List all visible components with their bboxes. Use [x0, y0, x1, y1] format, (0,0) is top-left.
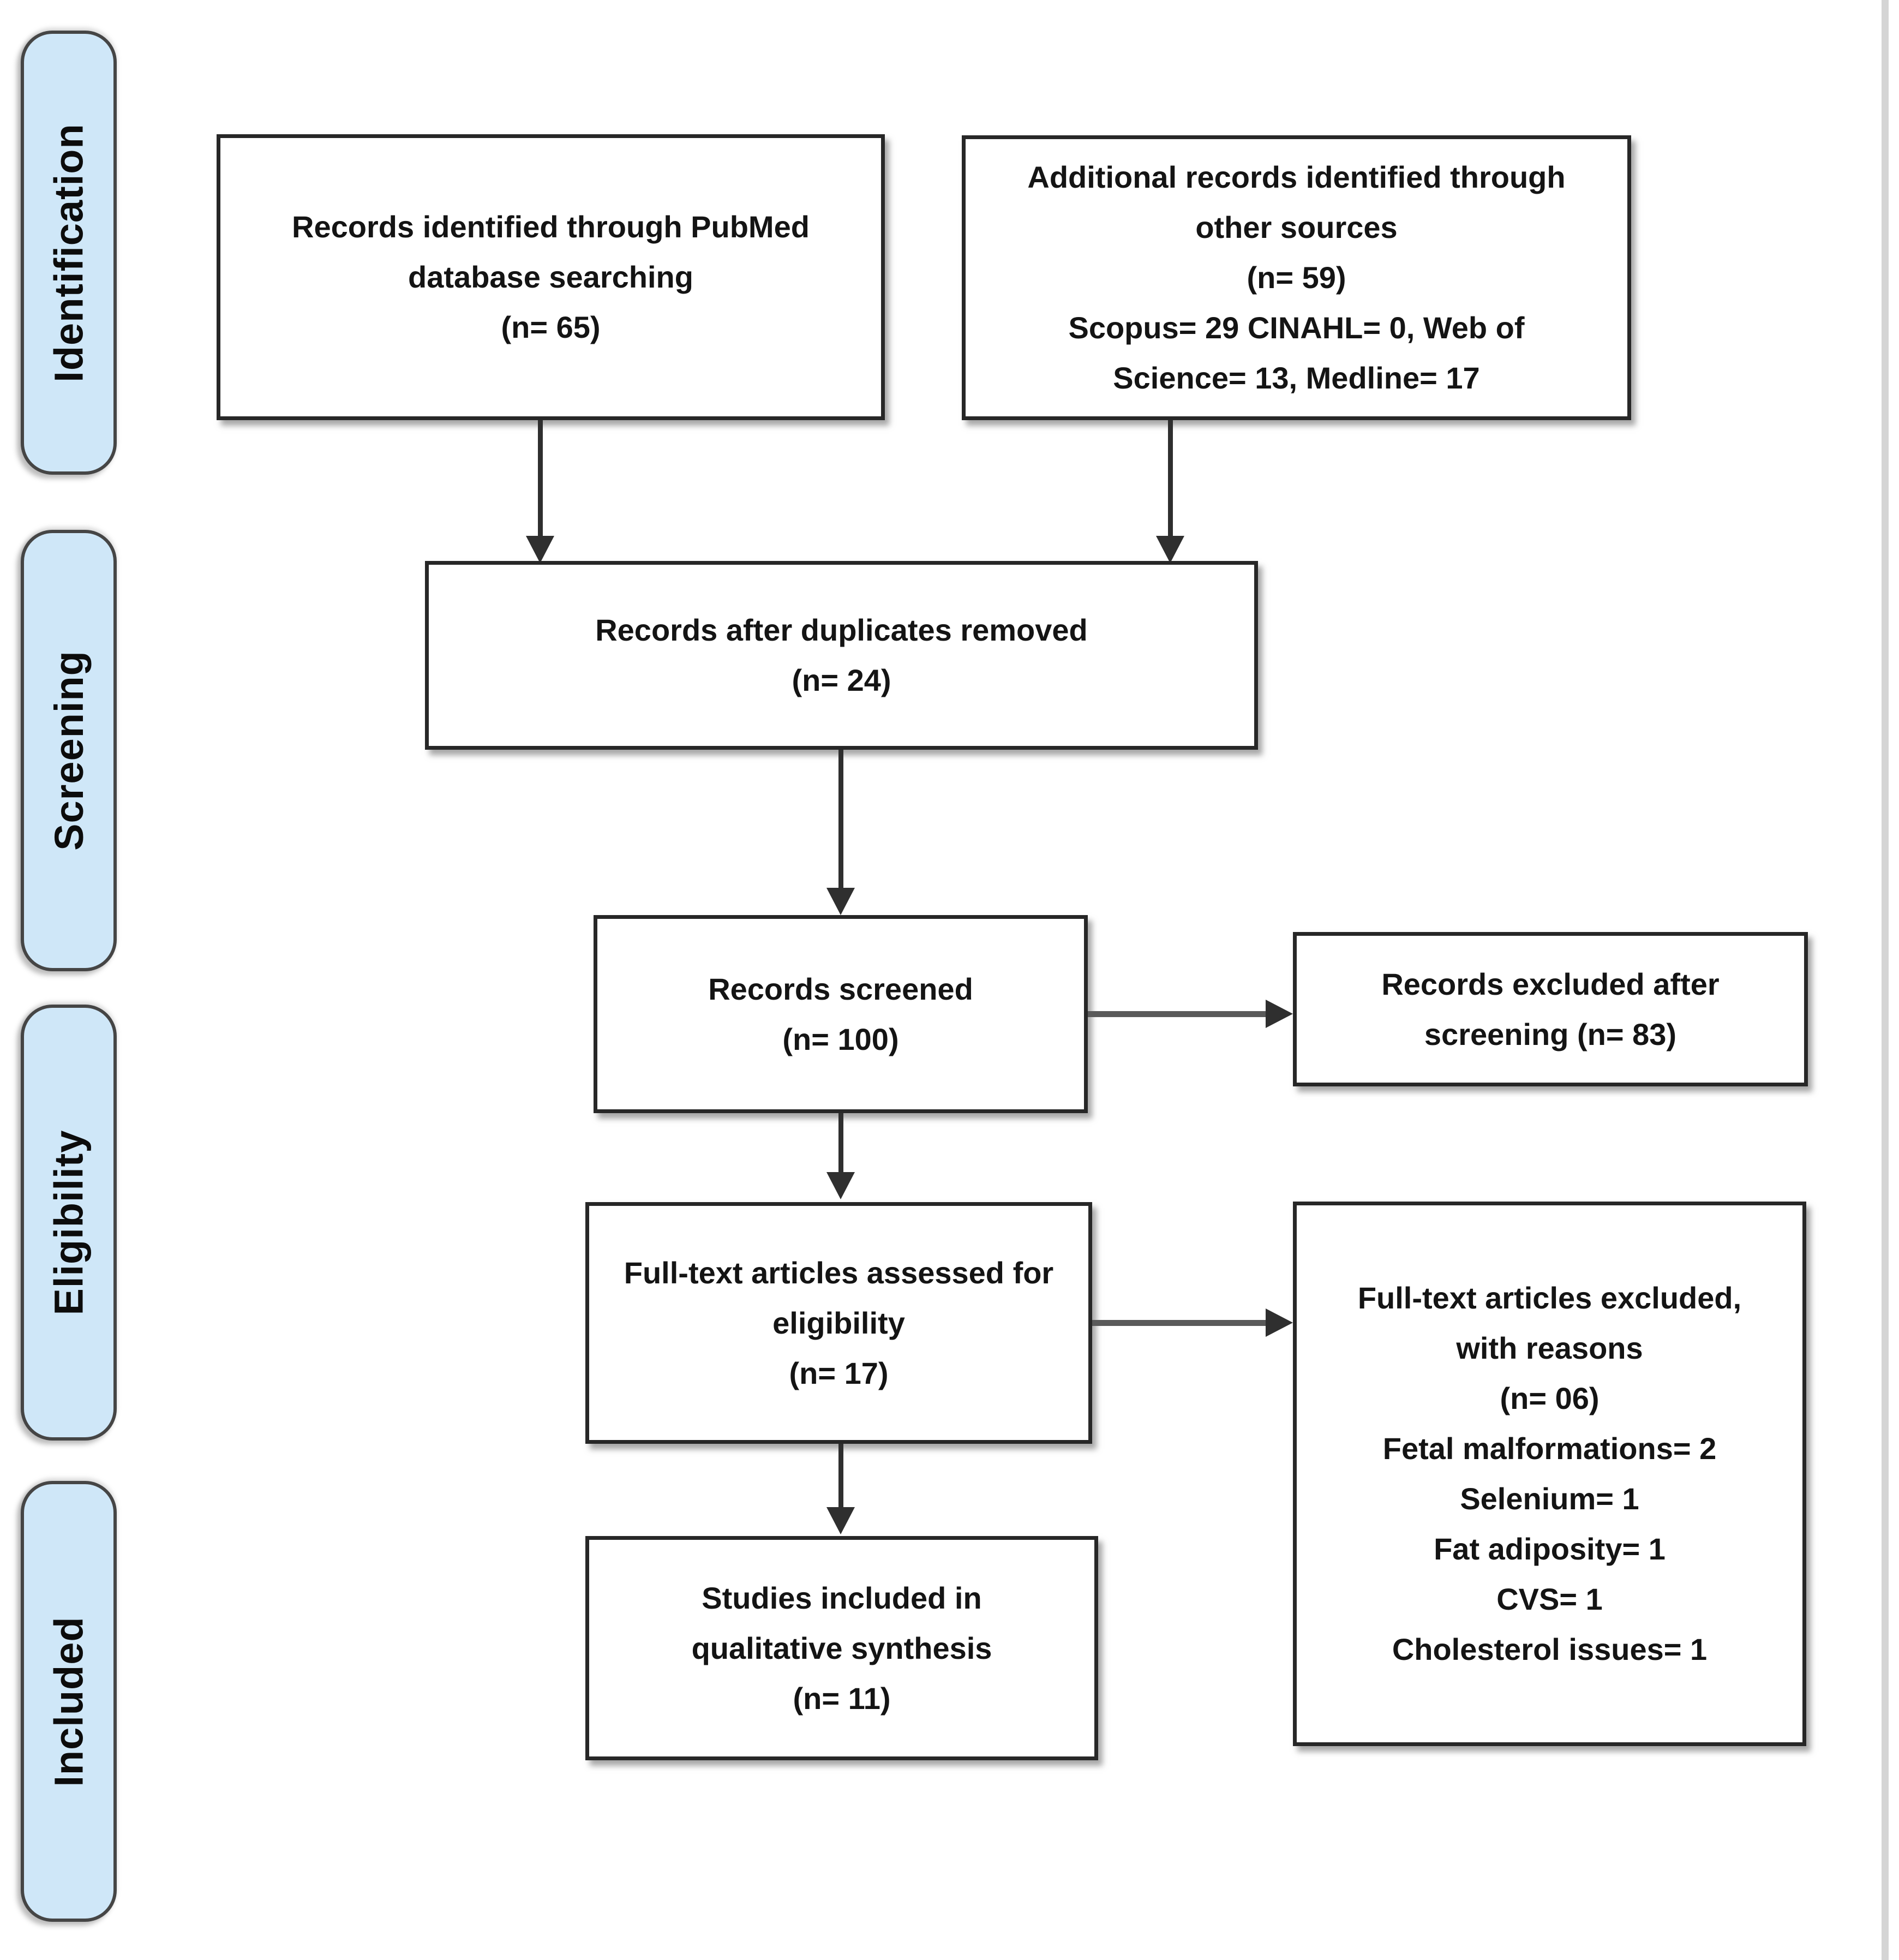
box-text-line: (n= 11)	[793, 1681, 891, 1716]
connector-othersources-to-duplicates	[1168, 420, 1173, 537]
stage-pill-identification: Identification	[21, 31, 117, 475]
stage-label-identification: Identification	[46, 123, 92, 383]
stage-pill-included: Included	[21, 1481, 117, 1922]
flow-box-additional-records-other-sources: Additional records identified through ot…	[962, 135, 1631, 420]
connector-duplicates-to-screened	[838, 750, 843, 889]
box-text-line: Records excluded after	[1381, 966, 1720, 1001]
flow-box-records-screened: Records screened (n= 100)	[594, 915, 1088, 1113]
box-text-line: Records after duplicates removed	[595, 613, 1088, 647]
box-text-line: Studies included in	[702, 1580, 982, 1615]
box-text-line: eligibility	[772, 1305, 905, 1340]
box-text-line: other sources	[1195, 210, 1398, 244]
down-arrowhead-icon	[826, 1172, 855, 1199]
stage-label-screening: Screening	[46, 650, 92, 851]
box-text-line: CVS= 1	[1496, 1582, 1603, 1616]
flow-box-records-excluded-after-screening: Records excluded after screening (n= 83)	[1293, 932, 1808, 1086]
flow-box-fulltext-articles-assessed: Full-text articles assessed for eligibil…	[585, 1202, 1092, 1444]
right-arrowhead-icon	[1266, 1308, 1293, 1337]
box-text: Records identified through PubMed databa…	[220, 202, 881, 352]
flow-box-studies-included-qualitative: Studies included in qualitative synthesi…	[585, 1536, 1098, 1760]
box-text: Additional records identified through ot…	[966, 152, 1627, 403]
box-text-line: (n= 65)	[501, 310, 601, 344]
box-text-line: Records screened	[708, 971, 973, 1006]
down-arrowhead-icon	[826, 1507, 855, 1534]
stage-label-included: Included	[46, 1616, 92, 1787]
box-text: Records excluded after screening (n= 83)	[1297, 959, 1804, 1060]
box-text-line: Fetal malformations= 2	[1382, 1431, 1717, 1466]
flow-box-records-identified-pubmed: Records identified through PubMed databa…	[217, 134, 885, 420]
box-text-line: database searching	[408, 260, 693, 294]
flow-box-records-after-duplicates-removed: Records after duplicates removed (n= 24)	[425, 561, 1258, 750]
down-arrowhead-icon	[526, 536, 554, 563]
box-text-line: Records identified through PubMed	[292, 210, 810, 244]
box-text-line: Full-text articles assessed for	[624, 1255, 1054, 1290]
box-text: Full-text articles excluded, with reason…	[1297, 1273, 1802, 1675]
connector-screened-to-fulltext	[838, 1113, 843, 1173]
connector-pubmed-to-duplicates	[538, 420, 543, 537]
box-text-line: (n= 59)	[1247, 260, 1346, 295]
box-text: Studies included in qualitative synthesi…	[589, 1573, 1094, 1724]
down-arrowhead-icon	[826, 888, 855, 915]
box-text-line: Full-text articles excluded,	[1357, 1281, 1742, 1315]
box-text-line: Selenium= 1	[1460, 1481, 1639, 1516]
box-text-line: (n= 24)	[792, 663, 891, 697]
box-text: Records after duplicates removed (n= 24)	[429, 605, 1254, 706]
page-edge-line	[1882, 0, 1889, 1960]
flow-box-fulltext-articles-excluded: Full-text articles excluded, with reason…	[1293, 1202, 1806, 1746]
right-arrowhead-icon	[1266, 1000, 1293, 1028]
stage-label-eligibility: Eligibility	[46, 1130, 92, 1316]
box-text-line: Science= 13, Medline= 17	[1113, 361, 1480, 395]
box-text-line: Fat adiposity= 1	[1434, 1532, 1666, 1566]
box-text-line: (n= 06)	[1500, 1381, 1600, 1415]
connector-screened-to-excluded	[1088, 1011, 1266, 1017]
box-text-line: with reasons	[1456, 1331, 1643, 1365]
box-text: Full-text articles assessed for eligibil…	[589, 1248, 1088, 1399]
box-text-line: Cholesterol issues= 1	[1392, 1632, 1708, 1666]
box-text-line: (n= 17)	[789, 1355, 889, 1390]
connector-fulltext-to-excluded	[1092, 1320, 1266, 1326]
box-text-line: (n= 100)	[782, 1021, 899, 1056]
box-text: Records screened (n= 100)	[597, 964, 1084, 1065]
box-text-line: Additional records identified through	[1027, 160, 1566, 194]
box-text-line: qualitative synthesis	[691, 1630, 992, 1665]
box-text-line: screening (n= 83)	[1424, 1017, 1677, 1051]
down-arrowhead-icon	[1156, 536, 1184, 563]
stage-pill-eligibility: Eligibility	[21, 1005, 117, 1441]
connector-fulltext-to-included	[838, 1444, 843, 1508]
box-text-line: Scopus= 29 CINAHL= 0, Web of	[1068, 310, 1525, 345]
stage-pill-screening: Screening	[21, 530, 117, 971]
